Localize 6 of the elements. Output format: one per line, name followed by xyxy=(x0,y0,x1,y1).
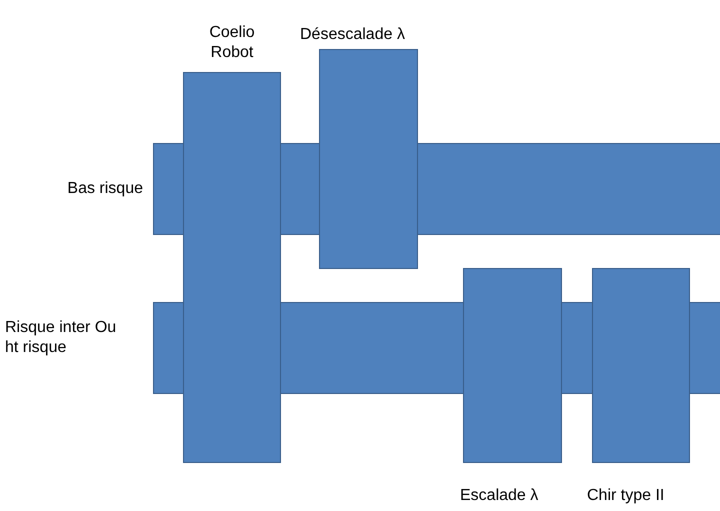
treatment-label: Désescalade λ xyxy=(300,25,406,45)
treatment-label: Chir type II xyxy=(587,486,666,506)
risk-level-label: Bas risque xyxy=(66,179,143,199)
treatment-label: Coelio Robot xyxy=(208,23,256,63)
treatment-label: Escalade λ xyxy=(460,486,540,506)
risk-level-label: Risque inter Ou ht risque xyxy=(5,318,118,358)
